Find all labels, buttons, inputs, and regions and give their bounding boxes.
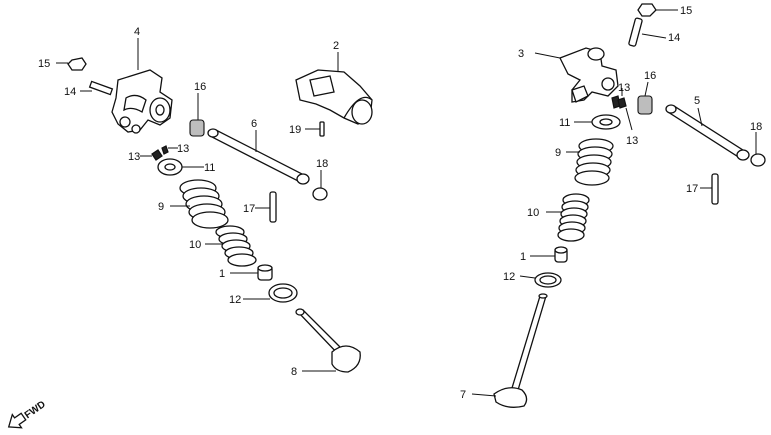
callout-4: 4 [134, 26, 140, 38]
callout-1-left: 1 [219, 268, 225, 280]
rocker-shaft-left [207, 128, 310, 185]
spring-seat-right [519, 272, 562, 288]
dowel-pin-left [255, 191, 277, 223]
nut-right [637, 3, 678, 17]
callout-14-left: 14 [64, 86, 76, 98]
arrow-icon [7, 412, 27, 429]
adjusting-screw-left [80, 80, 114, 96]
callout-13-right-b: 13 [626, 135, 638, 147]
fwd-indicator: FWD [7, 399, 48, 429]
callout-13-right-a: 13 [618, 82, 630, 94]
adjusting-screw-right [628, 17, 667, 47]
valve-right [471, 293, 548, 408]
nut-left [56, 57, 87, 71]
cam-housing [295, 52, 373, 125]
rocker-shaft-right [665, 104, 750, 161]
callout-16-left: 16 [194, 81, 206, 93]
pin-19 [305, 121, 325, 137]
callout-labels: 4 15 14 2 16 6 19 13 13 11 18 9 17 10 1 … [38, 5, 762, 401]
callout-19: 19 [289, 124, 301, 136]
spring-retainer-right [574, 114, 621, 130]
inner-spring-left [205, 225, 257, 267]
outer-spring-left [170, 179, 229, 229]
callout-8: 8 [291, 366, 297, 378]
callout-18-left: 18 [316, 158, 328, 170]
callout-5: 5 [694, 95, 700, 107]
rocker-arm-left [111, 69, 173, 134]
callout-7: 7 [460, 389, 466, 401]
spring-seat-left [243, 283, 298, 303]
o-ring-right [750, 132, 766, 167]
callout-18-right: 18 [750, 121, 762, 133]
cotter-right [611, 88, 633, 131]
callout-12-left: 12 [229, 294, 241, 306]
callout-14-right: 14 [668, 32, 680, 44]
callout-15-left: 15 [38, 58, 50, 70]
callout-17-right: 17 [686, 183, 698, 195]
stem-seal-left [230, 264, 273, 281]
callout-12-right: 12 [503, 271, 515, 283]
callout-2: 2 [333, 40, 339, 52]
stem-seal-right [530, 246, 568, 263]
callout-6: 6 [251, 118, 257, 130]
fwd-label: FWD [23, 399, 48, 421]
callout-10-right: 10 [527, 207, 539, 219]
callout-9-left: 9 [158, 201, 164, 213]
cap-right [637, 81, 653, 115]
callout-13-left-a: 13 [177, 143, 189, 155]
cotter-left [140, 145, 178, 161]
callout-16-right: 16 [644, 70, 656, 82]
spring-retainer-left [157, 158, 204, 176]
callout-17-left: 17 [243, 203, 255, 215]
cap-left [189, 93, 205, 137]
dowel-pin-right [700, 173, 719, 205]
callout-15-right: 15 [680, 5, 692, 17]
callout-3: 3 [518, 48, 524, 60]
callout-1-right: 1 [520, 251, 526, 263]
outer-spring-right [566, 138, 614, 186]
callout-9-right: 9 [555, 147, 561, 159]
o-ring-left [312, 170, 328, 201]
inner-spring-right [546, 193, 590, 242]
callout-10-left: 10 [189, 239, 201, 251]
callout-13-left-b: 13 [128, 151, 140, 163]
valve-left [295, 308, 361, 373]
rocker-arm-right [534, 47, 619, 103]
callout-11-left: 11 [204, 162, 215, 174]
callout-11-right: 11 [559, 117, 570, 129]
